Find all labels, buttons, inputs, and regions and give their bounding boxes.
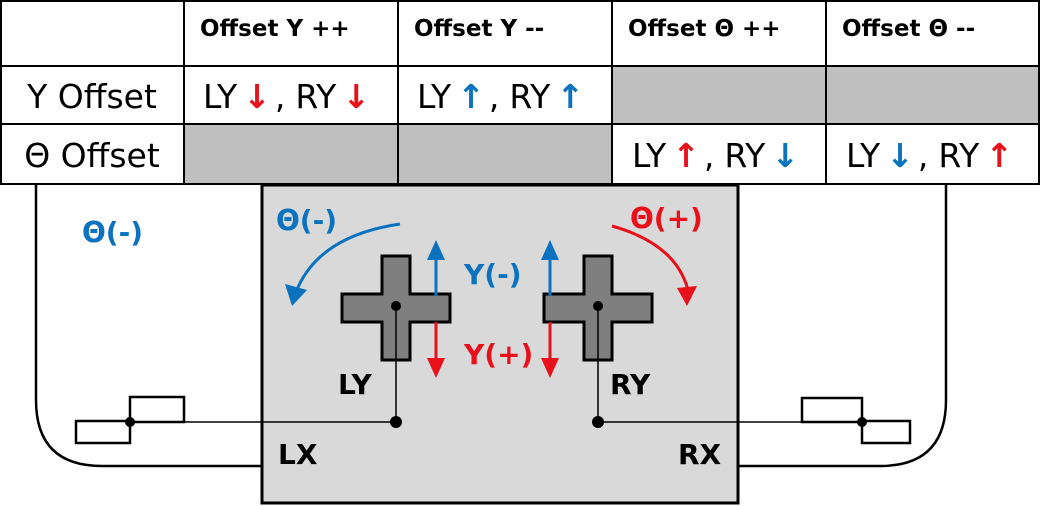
row-label-y-offset: Y Offset <box>26 77 157 116</box>
label-theta-minus-inner: Θ(-) <box>276 204 337 237</box>
offset-table: Offset Y ++ Offset Y -- Offset Θ ++ Offs… <box>0 0 1040 185</box>
header-offset-y-plus: Offset Y ++ <box>200 16 350 42</box>
arrow-down-icon: ↓ <box>342 77 370 116</box>
separator: , <box>918 136 929 175</box>
separator: , <box>489 77 500 116</box>
cell-theta-offset-theta-minus: LY↓,RY↑ <box>846 136 1013 175</box>
label-y-minus: Y(-) <box>463 258 522 291</box>
right-actuator <box>800 396 912 445</box>
arrow-down-icon: ↓ <box>771 136 799 175</box>
arrow-down-icon: ↓ <box>243 77 271 116</box>
arrow-up-icon: ↑ <box>985 136 1013 175</box>
row-label-theta-offset: Θ Offset <box>24 136 160 175</box>
header-offset-y-minus: Offset Y -- <box>414 16 544 42</box>
ry-pivot <box>593 301 603 311</box>
label-y-plus: Y(+) <box>463 338 533 371</box>
arrow-down-icon: ↓ <box>886 136 914 175</box>
ly-pivot <box>391 301 401 311</box>
empty-cell <box>184 124 398 184</box>
header-offset-theta-plus: Offset Θ ++ <box>628 16 781 42</box>
left-actuator <box>74 395 186 445</box>
y-minus-arrows <box>427 240 559 296</box>
cell-y-offset-y-minus: LY↑,RY↑ <box>417 77 584 116</box>
label-rx: RX <box>678 438 722 471</box>
empty-cell <box>612 66 826 124</box>
cell-ly: LY <box>632 136 667 175</box>
cell-ly: LY <box>203 77 238 116</box>
cell-ly: LY <box>846 136 881 175</box>
label-ry: RY <box>610 368 651 401</box>
center-body <box>260 183 740 505</box>
label-theta-minus-outer: Θ(-) <box>82 216 143 249</box>
label-theta-plus: Θ(+) <box>630 202 703 235</box>
label-lx: LX <box>278 438 318 471</box>
separator: , <box>275 77 286 116</box>
header-offset-theta-minus: Offset Θ -- <box>842 16 975 42</box>
cell-ry: RY <box>938 136 980 175</box>
y-plus-arrows <box>427 322 559 378</box>
cell-ry: RY <box>724 136 766 175</box>
cell-theta-offset-theta-plus: LY↑,RY↓ <box>632 136 799 175</box>
label-ly: LY <box>338 368 372 401</box>
separator: , <box>704 136 715 175</box>
rx-pivot <box>592 416 604 428</box>
left-actuator-joint <box>125 417 135 427</box>
theta-minus-arrow <box>285 222 401 306</box>
cell-ry: RY <box>509 77 551 116</box>
arrow-up-icon: ↑ <box>457 77 485 116</box>
arrow-up-icon: ↑ <box>556 77 584 116</box>
arrow-up-icon: ↑ <box>672 136 700 175</box>
outer-frame <box>34 184 948 468</box>
empty-cell <box>398 124 612 184</box>
cell-ry: RY <box>295 77 337 116</box>
empty-cell <box>826 66 1039 124</box>
cell-ly: LY <box>417 77 452 116</box>
theta-plus-arrow <box>611 224 697 306</box>
right-actuator-joint <box>857 417 867 427</box>
cell-y-offset-y-plus: LY↓,RY↓ <box>203 77 370 116</box>
lx-pivot <box>390 416 402 428</box>
